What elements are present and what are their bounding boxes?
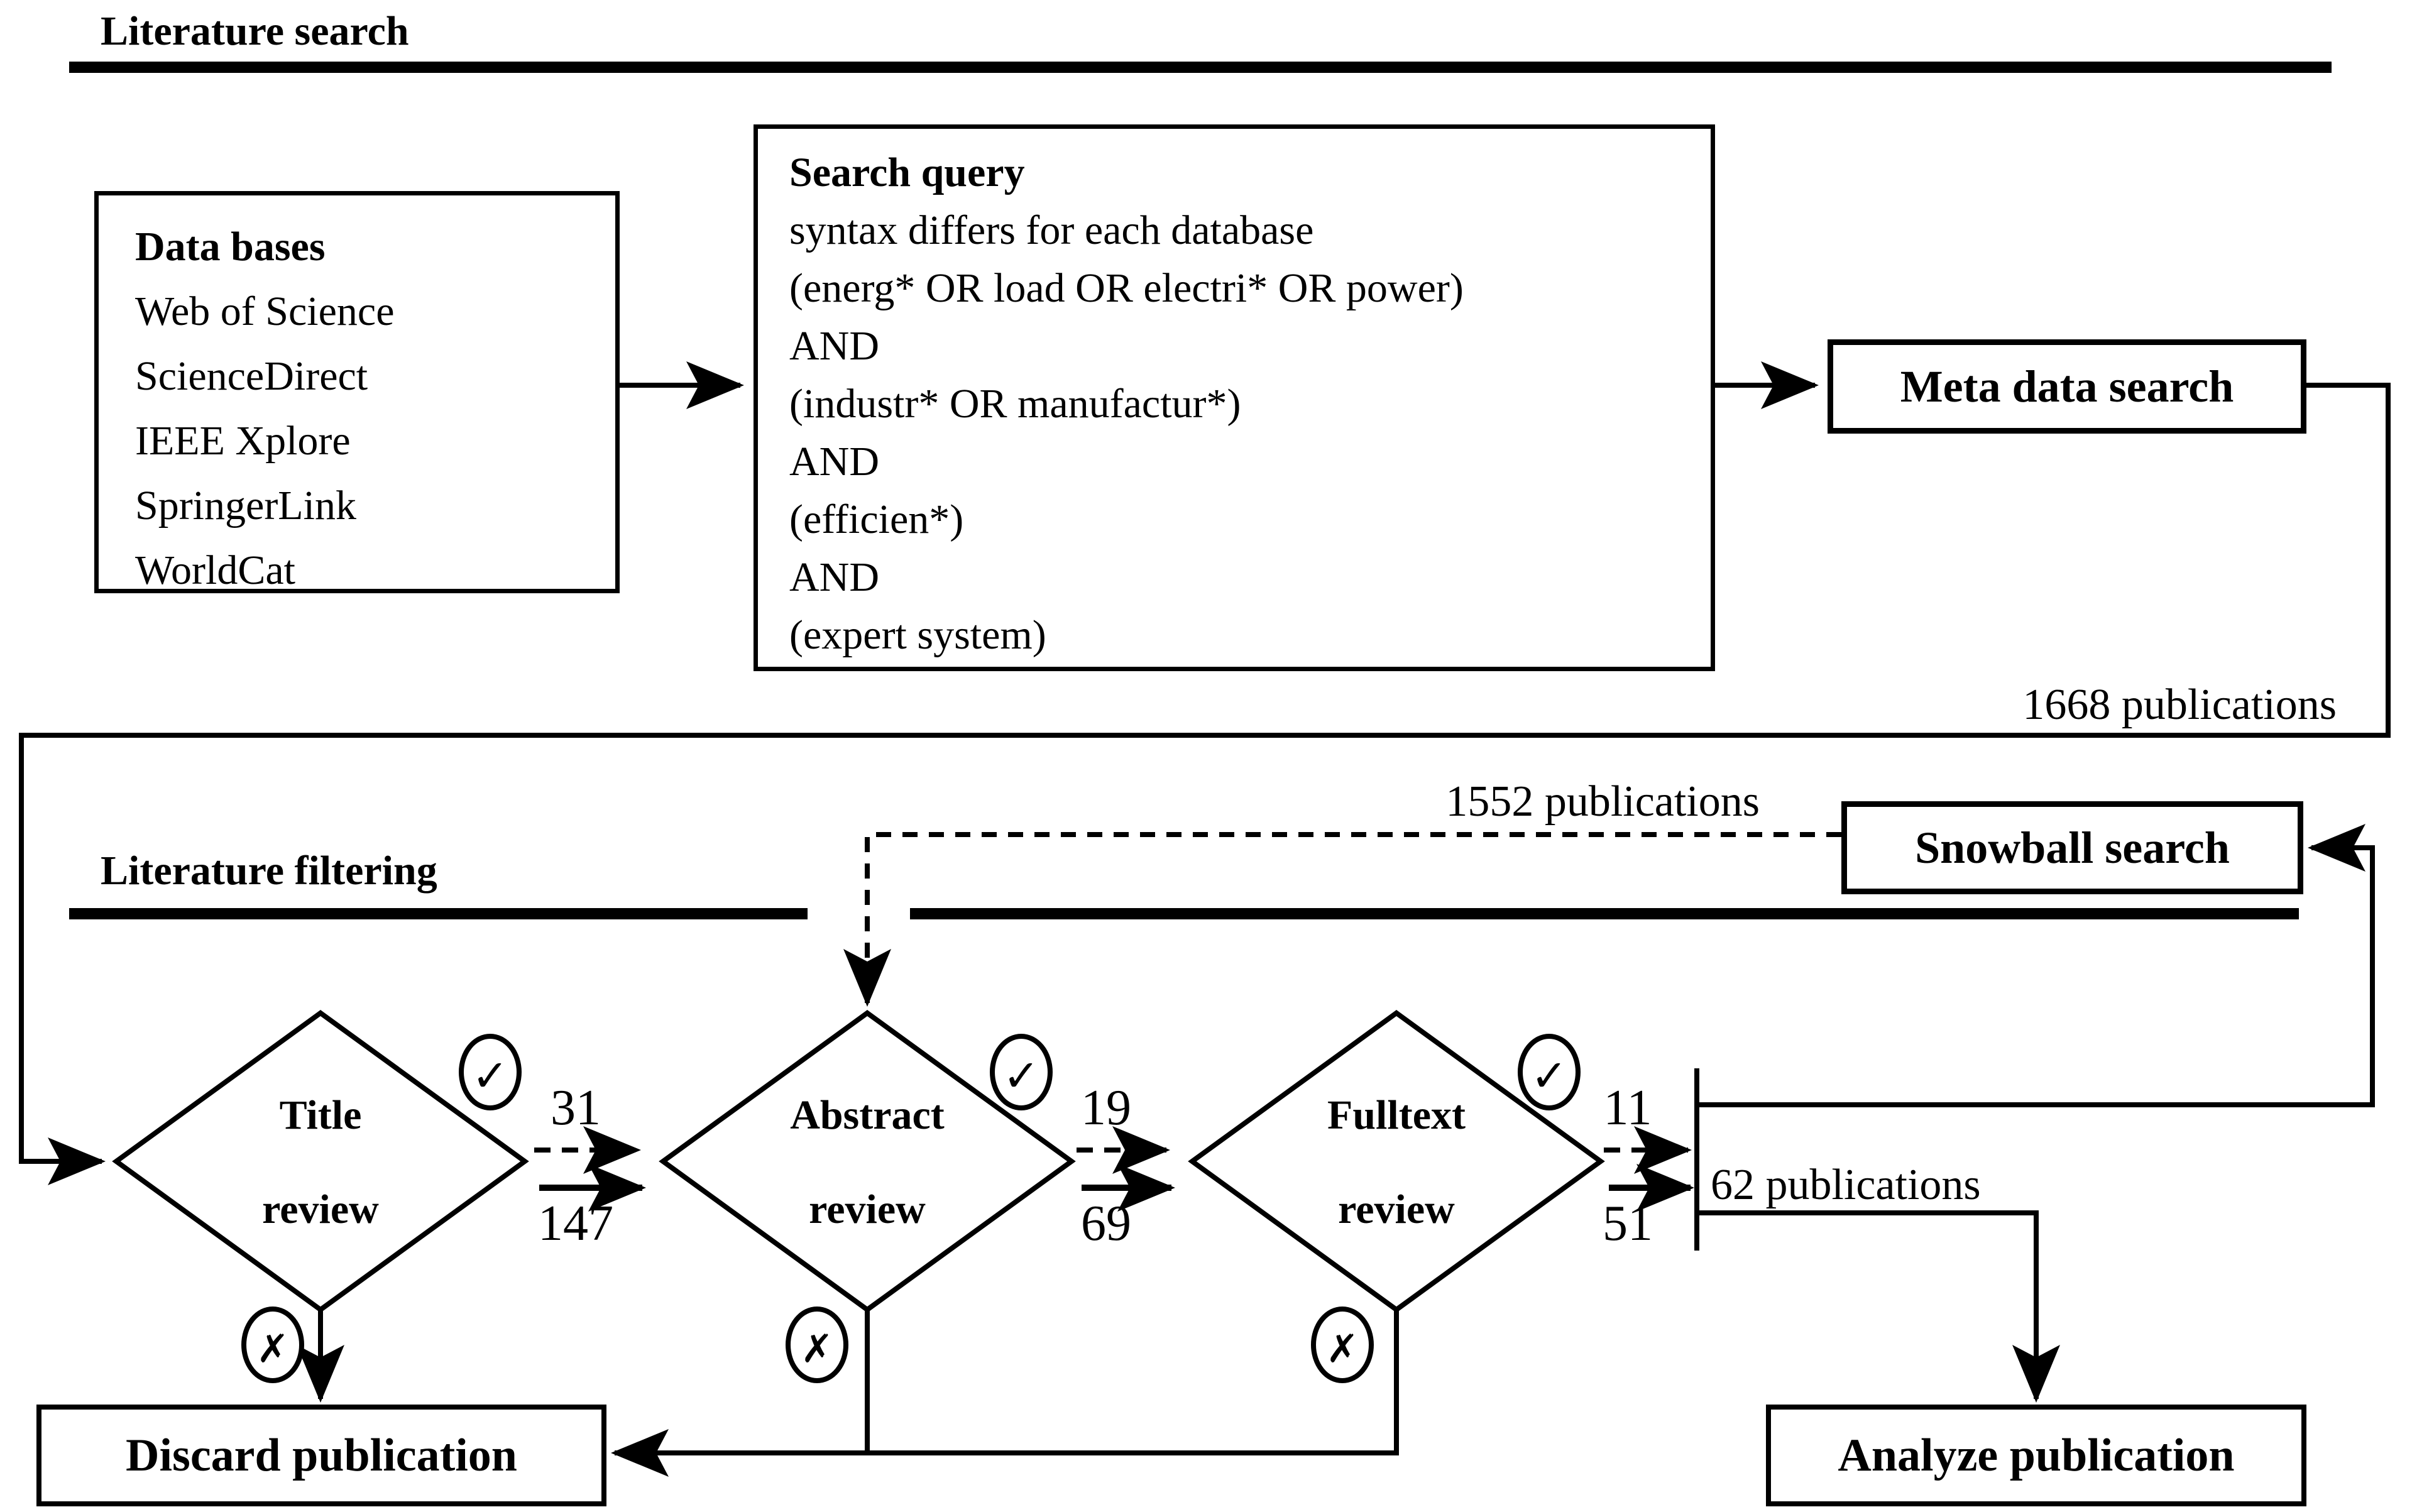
- query-line: (expert system): [789, 612, 1046, 658]
- abstract-review-label: Abstract review: [704, 1059, 1031, 1266]
- meta-data-search-box: Meta data search: [1828, 339, 2306, 434]
- abstract-review-line2: review: [809, 1186, 926, 1232]
- snowball-result-count: 1552 publications: [1445, 777, 1760, 826]
- connector-feedback-to-snowball: [1697, 824, 2375, 1107]
- query-line: AND: [789, 323, 879, 369]
- query-line: (industr* OR manufactur*): [789, 381, 1241, 427]
- check-icon: ✓: [1003, 1050, 1040, 1102]
- query-line: (energ* OR load OR electri* OR power): [789, 265, 1464, 311]
- diamond-fulltext-review: [1188, 1010, 1605, 1313]
- cross-icon: ✗: [801, 1326, 833, 1372]
- fulltext-accepted-count: 11: [1603, 1080, 1652, 1136]
- connector-meta-to-title-review: [19, 383, 2391, 1185]
- analyze-publication-label: Analyze publication: [1838, 1429, 2235, 1481]
- analyze-publication-box: Analyze publication: [1766, 1405, 2306, 1506]
- final-result-count: 62 publications: [1711, 1161, 1981, 1209]
- databases-heading: Data bases: [135, 224, 326, 270]
- snowball-search-box: Snowball search: [1841, 801, 2303, 894]
- section-rule-filtering-right: [910, 908, 2299, 919]
- query-line: AND: [789, 554, 879, 600]
- meta-result-count: 1668 publications: [2022, 681, 2337, 729]
- title-rejected-count: 147: [538, 1196, 613, 1251]
- section-title-literature-search: Literature search: [101, 8, 409, 54]
- fulltext-review-line2: review: [1338, 1186, 1455, 1232]
- database-item: Web of Science: [135, 288, 395, 334]
- abstract-review-line1: Abstract: [790, 1092, 945, 1138]
- database-item: SpringerLink: [135, 483, 356, 529]
- title-review-line1: Title: [279, 1092, 362, 1138]
- database-item: ScienceDirect: [135, 353, 368, 399]
- cross-badge-abstract: ✗: [786, 1307, 848, 1383]
- cross-badge-fulltext: ✗: [1311, 1307, 1374, 1383]
- cross-icon: ✗: [1326, 1326, 1359, 1372]
- diamond-title-review: [112, 1010, 529, 1313]
- check-badge-title: ✓: [459, 1034, 522, 1110]
- query-line: (efficien*): [789, 496, 964, 542]
- title-review-line2: review: [262, 1186, 379, 1232]
- diamond-abstract-review: [659, 1010, 1076, 1313]
- fulltext-rejected-count: 51: [1603, 1196, 1653, 1251]
- title-review-label: Title review: [157, 1059, 484, 1266]
- check-icon: ✓: [472, 1050, 509, 1102]
- meta-data-search-label: Meta data search: [1900, 361, 2234, 412]
- check-badge-abstract: ✓: [990, 1034, 1053, 1110]
- section-title-literature-filtering: Literature filtering: [101, 848, 437, 894]
- section-rule-filtering-left: [69, 908, 808, 919]
- search-query-heading: Search query: [789, 150, 1025, 195]
- database-item: IEEE Xplore: [135, 418, 351, 464]
- cross-icon: ✗: [256, 1326, 289, 1372]
- databases-box: Data bases Web of Science ScienceDirect …: [94, 191, 620, 593]
- discard-publication-box: Discard publication: [36, 1405, 606, 1506]
- check-icon: ✓: [1531, 1050, 1568, 1102]
- connector-fulltext-cross-to-discard: [611, 1310, 1399, 1477]
- fulltext-review-label: Fulltext review: [1233, 1059, 1560, 1266]
- section-rule-search: [69, 62, 2332, 73]
- connector-to-analyze: [1697, 1210, 2060, 1403]
- abstract-accepted-count: 19: [1081, 1080, 1131, 1136]
- connector-snowball-to-abstract-review-dashed: [843, 832, 1841, 1007]
- database-item: WorldCat: [135, 547, 295, 593]
- cross-badge-title: ✗: [241, 1307, 304, 1383]
- query-line: AND: [789, 439, 879, 485]
- snowball-search-label: Snowball search: [1915, 822, 2230, 873]
- query-line: syntax differs for each database: [789, 207, 1314, 253]
- check-badge-fulltext: ✓: [1518, 1034, 1581, 1110]
- fulltext-review-line1: Fulltext: [1327, 1092, 1466, 1138]
- abstract-rejected-count: 69: [1081, 1196, 1131, 1251]
- title-accepted-count: 31: [551, 1080, 601, 1136]
- search-query-box: Search query syntax differs for each dat…: [754, 124, 1715, 671]
- discard-publication-label: Discard publication: [126, 1429, 517, 1481]
